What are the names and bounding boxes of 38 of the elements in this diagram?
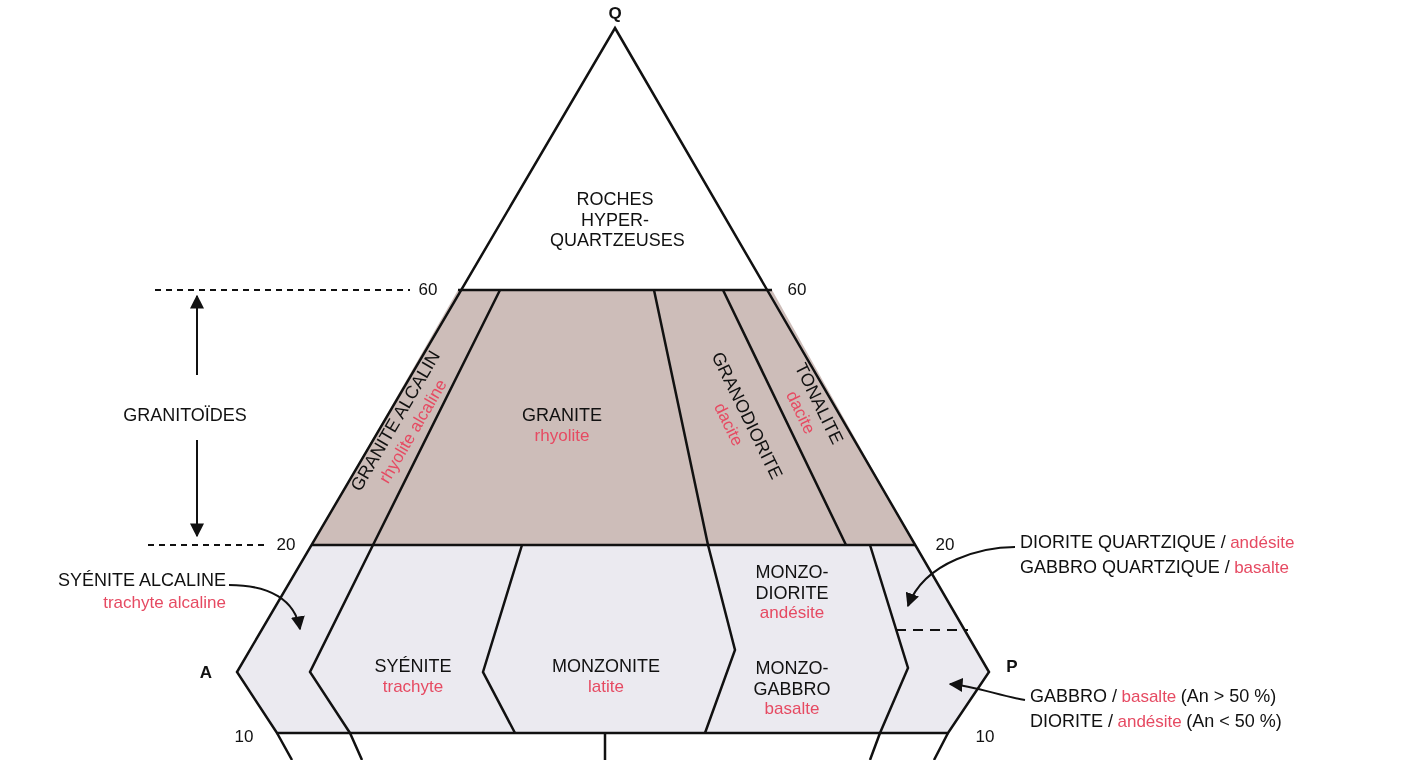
volcanic-rock-name: andésite xyxy=(759,602,825,622)
volcanic-rock-name: trachyte xyxy=(382,676,444,696)
rock-name: (An > 50 %) xyxy=(1180,686,1277,706)
volcanic-rock-name: trachyte alcaline xyxy=(103,593,226,613)
volcanic-rock-name: andésite xyxy=(1230,533,1295,552)
rock-name: GABBRO / xyxy=(1030,686,1118,706)
axis-value: 10 xyxy=(234,727,254,747)
axis-value: 60 xyxy=(787,280,807,300)
rock-name: GRANITE xyxy=(522,404,602,425)
axis-value: 20 xyxy=(276,535,296,555)
rock-name: DIORITE / xyxy=(1030,710,1113,731)
group-label: GRANITOÏDES xyxy=(123,404,247,426)
volcanic-rock-name: basalte xyxy=(1121,687,1177,706)
volcanic-rock-name: andésite xyxy=(1117,711,1182,731)
leader-arrow xyxy=(907,546,1016,608)
leader-arrow xyxy=(948,678,1026,701)
axis-value: 60 xyxy=(418,280,438,300)
rock-name: SYÉNITE xyxy=(374,655,452,676)
axis-value: 20 xyxy=(935,535,955,555)
rock-name: MONZONITE xyxy=(552,655,660,676)
classification-field xyxy=(310,545,522,733)
rock-name: ROCHES HYPER- QUARTZEUSES xyxy=(550,188,685,251)
corner-label: A xyxy=(199,663,213,683)
rock-name: MONZO- DIORITE xyxy=(755,561,829,603)
volcanic-rock-name: basalte xyxy=(764,698,820,718)
axis-value: 10 xyxy=(975,727,995,747)
leader-arrow xyxy=(228,584,304,631)
rock-name: SYÉNITE ALCALINE xyxy=(57,570,226,590)
rock-name: DIORITE QUARTZIQUE / xyxy=(1020,532,1226,552)
volcanic-rock-name: basalte xyxy=(1234,557,1289,577)
volcanic-rock-name: rhyolite xyxy=(534,425,590,445)
rock-name: MONZO- GABBRO xyxy=(753,657,831,699)
volcanic-rock-name: latite xyxy=(588,676,624,696)
corner-label: P xyxy=(1006,657,1018,677)
rock-name: (An < 50 %) xyxy=(1186,710,1282,731)
classification-field xyxy=(483,545,735,733)
corner-label: Q xyxy=(608,4,622,24)
rock-name: GABBRO QUARTZIQUE / xyxy=(1020,556,1230,577)
